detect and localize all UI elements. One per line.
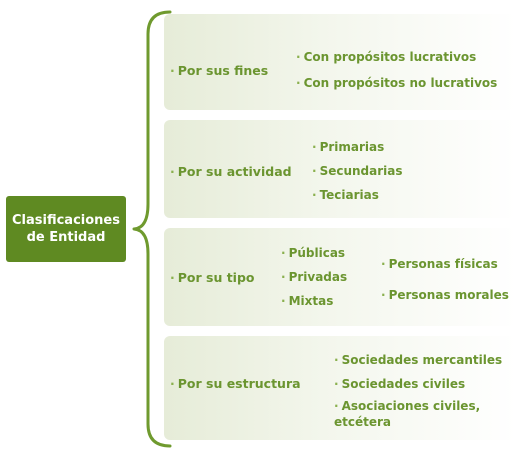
item-fines-2: ·Con propósitos no lucrativos [296,76,498,90]
bullet-icon: · [334,399,339,413]
category-actividad: ·Por su actividad [170,164,292,179]
bullet-icon: · [170,270,175,285]
item-estructura-2: ·Sociedades civiles [334,377,466,391]
category-fines: ·Por sus fines [170,63,269,78]
item-estructura-3: ·Asociaciones civiles, etcétera [334,399,481,429]
bullet-icon: · [296,76,301,90]
bullet-icon: · [170,376,175,391]
bullet-icon: · [170,164,175,179]
bullet-icon: · [312,140,317,154]
bullet-icon: · [334,353,339,367]
root-line-1: Clasificaciones [12,213,120,228]
item-actividad-1: ·Primarias [312,140,385,154]
bullet-icon: · [281,246,286,260]
root-node: Clasificaciones de Entidad [6,196,126,262]
root-brace [132,10,172,448]
item-fines-1: ·Con propósitos lucrativos [296,50,477,64]
category-estructura: ·Por su estructura [170,376,301,391]
panel-fines [164,14,516,110]
root-line-2: de Entidad [26,230,106,245]
item-tipo-3: ·Mixtas [281,294,334,308]
bullet-icon: · [170,63,175,78]
subitem-tipo-2: ·Personas morales [381,288,509,302]
bullet-icon: · [334,377,339,391]
category-tipo: ·Por su tipo [170,270,255,285]
panel-tipo [164,228,516,326]
item-estructura-3-line-2: etcétera [334,415,392,429]
item-estructura-1: ·Sociedades mercantiles [334,353,503,367]
subitem-tipo-1: ·Personas físicas [381,257,498,271]
bullet-icon: · [312,164,317,178]
bullet-icon: · [296,50,301,64]
item-actividad-3: ·Teciarias [312,188,379,202]
item-tipo-1: ·Públicas [281,246,346,260]
bullet-icon: · [381,288,386,302]
item-actividad-2: ·Secundarias [312,164,403,178]
bullet-icon: · [281,294,286,308]
panel-estructura [164,336,516,440]
panel-actividad [164,120,516,218]
bullet-icon: · [312,188,317,202]
item-tipo-2: ·Privadas [281,270,348,284]
bullet-icon: · [281,270,286,284]
bullet-icon: · [381,257,386,271]
